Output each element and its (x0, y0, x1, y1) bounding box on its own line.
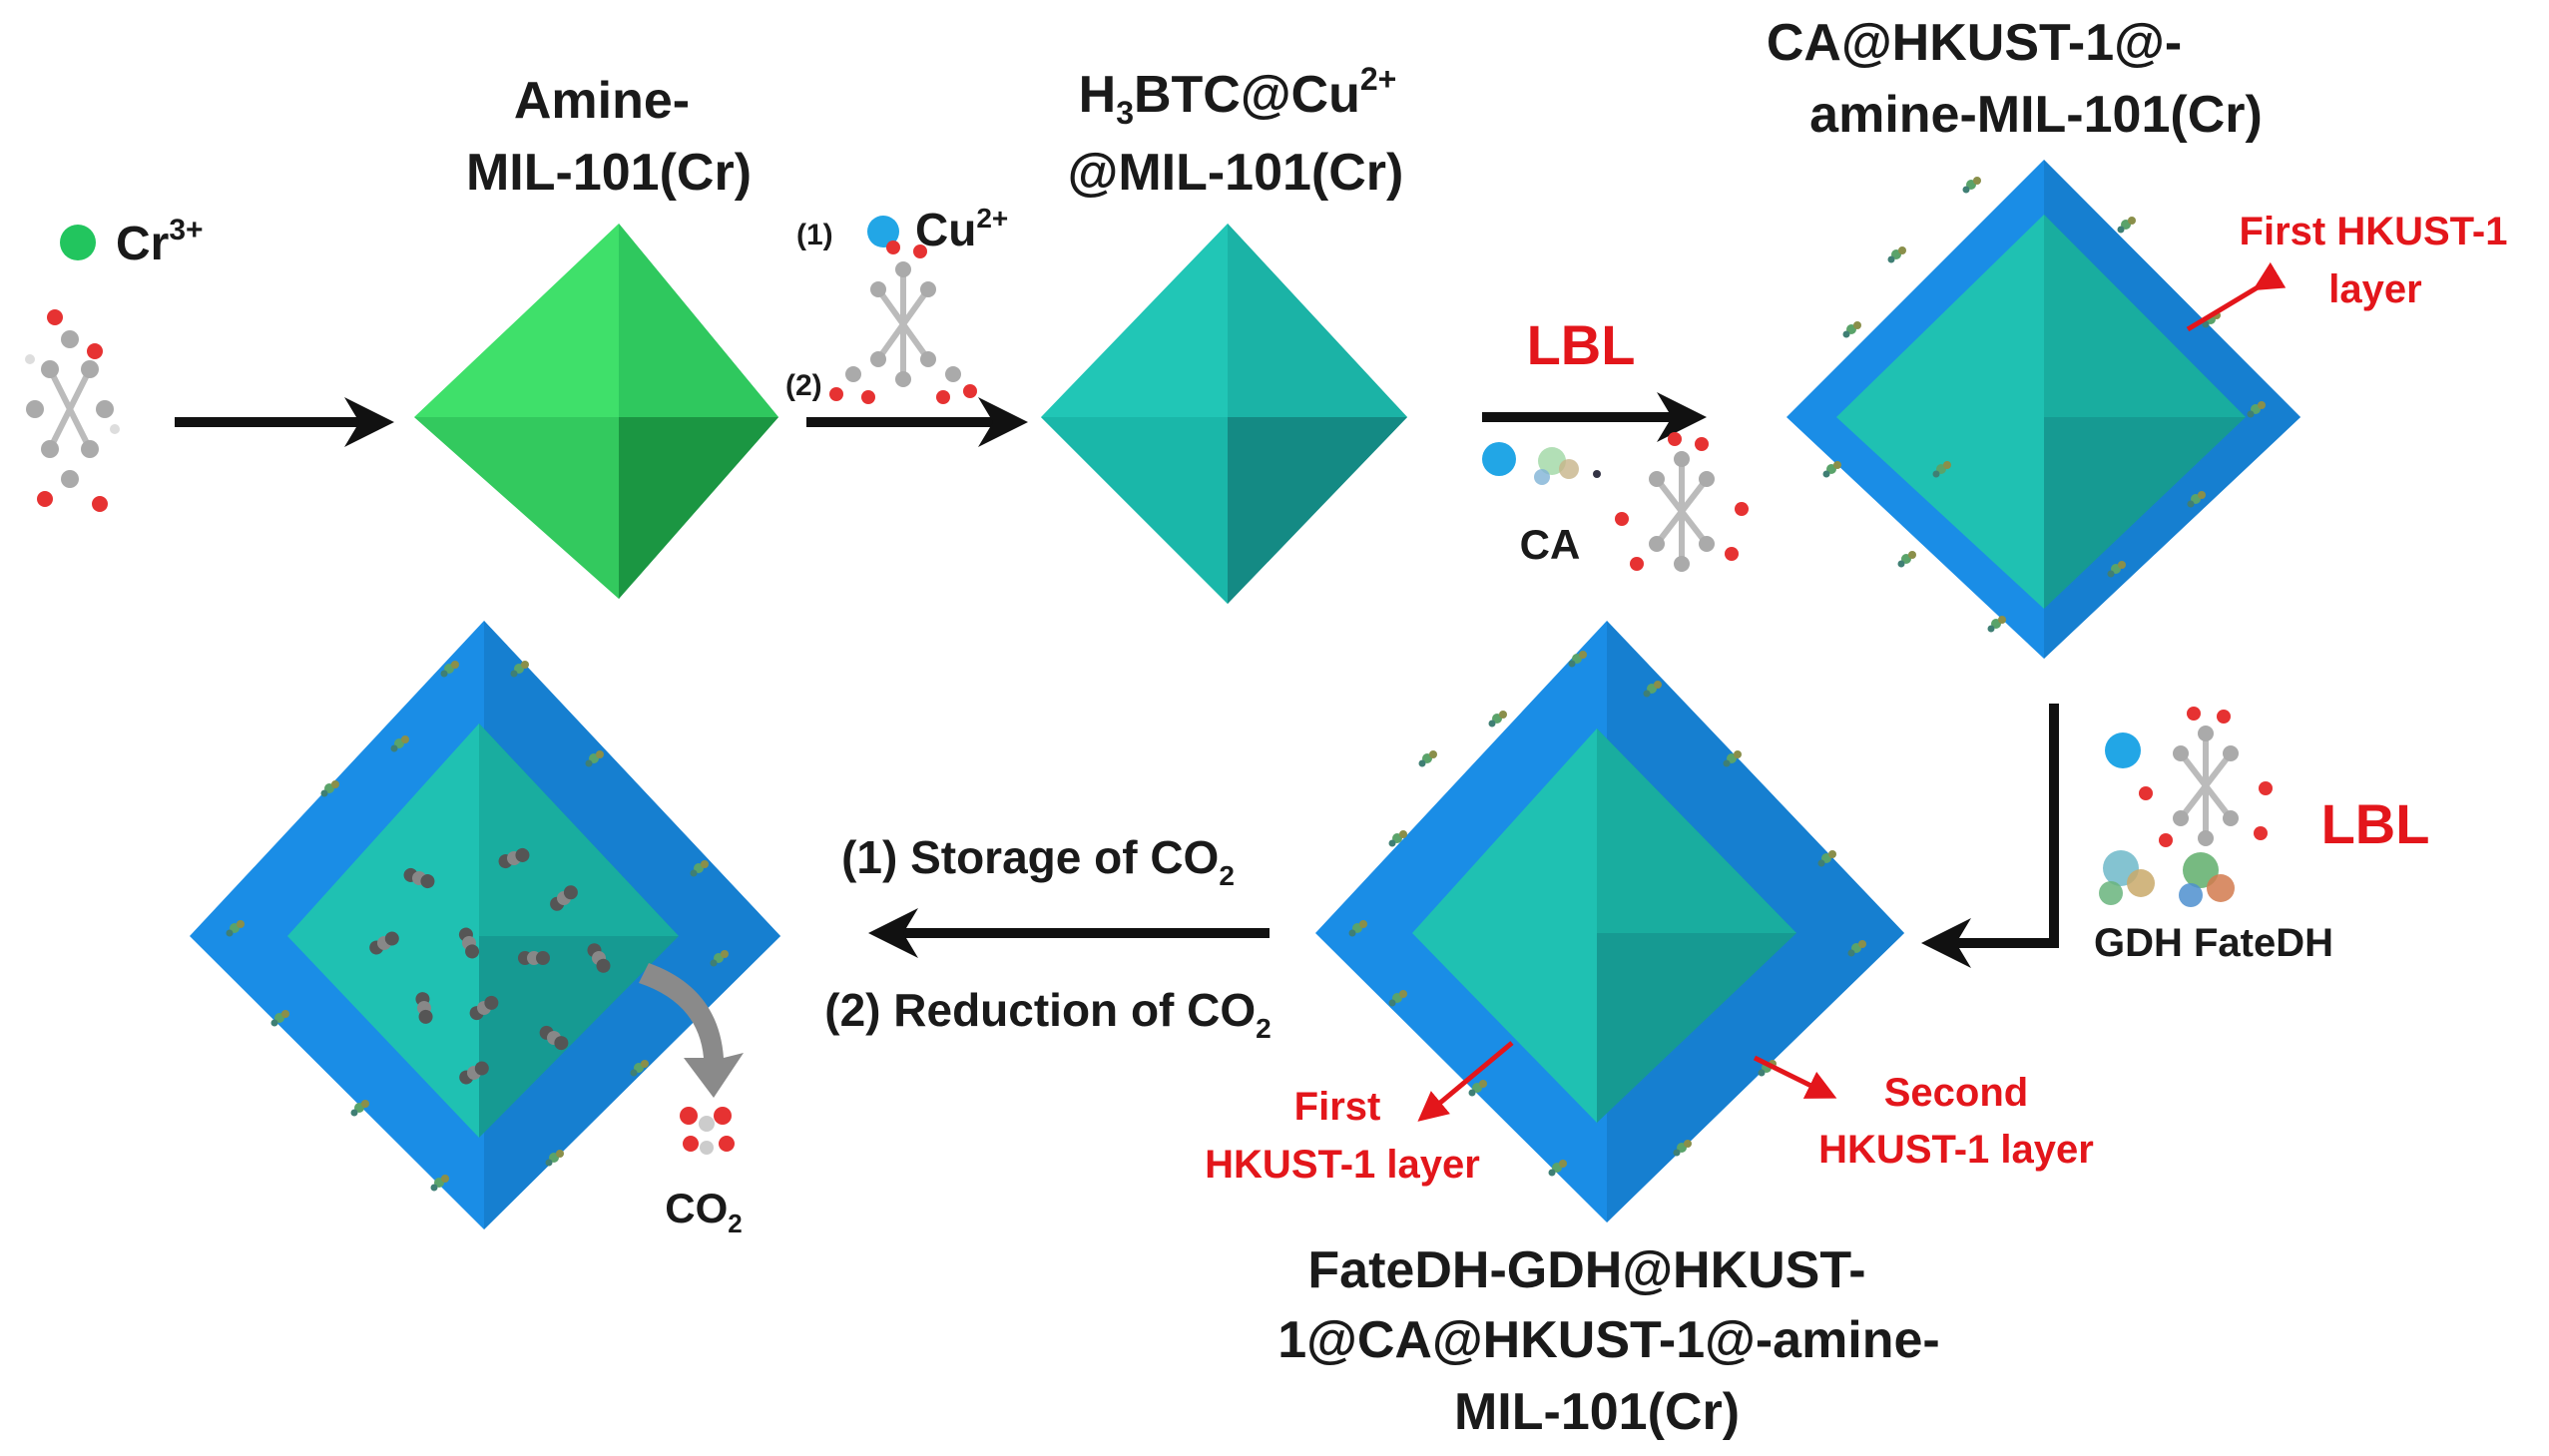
btc-molecule-icon-3 (2139, 707, 2273, 847)
final-title-line1: FateDH-GDH@HKUST- (1307, 1241, 1865, 1299)
svg-text:Cu2+: Cu2+ (915, 203, 1008, 255)
fatedh-enzyme-icon (2179, 852, 2235, 907)
reduction-step-sub: 2 (1256, 1013, 1272, 1044)
amine-title-line1: Amine- (514, 72, 690, 130)
ligand-molecule-icon (25, 309, 120, 512)
h3btc-superscript: 2+ (1360, 61, 1396, 97)
h3btc-title-line2: @MIL-101(Cr) (1068, 144, 1404, 202)
enzymes-label: GDH FateDH (2094, 921, 2333, 965)
svg-text:(1) Storage of CO2: (1) Storage of CO2 (841, 831, 1235, 891)
cr-charge: 3+ (169, 214, 203, 246)
amine-title-line2: MIL-101(Cr) (466, 144, 752, 202)
first-layer-bottom-line2: HKUST-1 layer (1205, 1143, 1480, 1187)
storage-step-text: (1) Storage of CO (841, 831, 1219, 883)
co2-label: CO (665, 1185, 728, 1231)
first-layer-top-arrow (2186, 261, 2287, 332)
first-layer-bottom-line1: First (1294, 1085, 1381, 1129)
copper-dot-icon-3 (2105, 732, 2141, 768)
h3btc-subscript: 3 (1116, 95, 1134, 131)
ca-title-line2: amine-MIL-101(Cr) (1809, 86, 2263, 144)
svg-text:Cr3+: Cr3+ (116, 214, 204, 270)
h3btc-rest: BTC@Cu (1134, 66, 1360, 124)
ca-hkust-octahedron (1786, 160, 2300, 659)
h3btc-h: H (1079, 66, 1117, 124)
co2-loaded-octahedron (190, 621, 780, 1229)
first-layer-bottom-arrow (1417, 1041, 1514, 1122)
final-title-line3: MIL-101(Cr) (1454, 1383, 1740, 1441)
cr-symbol: Cr (116, 218, 169, 270)
carbonic-anhydrase-icon (1534, 447, 1601, 485)
co2-release-arrow (639, 963, 744, 1098)
chromium-dot-icon (60, 225, 96, 260)
copper-dot-icon-2 (1482, 442, 1516, 476)
arrow-to-final (1921, 704, 2059, 968)
first-layer-top-line2: layer (2328, 267, 2421, 311)
cu-symbol: Cu (915, 204, 976, 255)
svg-text:CO2: CO2 (665, 1185, 742, 1238)
second-layer-arrow (1753, 1055, 1837, 1099)
second-layer-line1: Second (1884, 1071, 2028, 1115)
lbl-step-right: LBL (2321, 792, 2430, 855)
second-layer-line2: HKUST-1 layer (1818, 1128, 2094, 1172)
cu-step-number: (1) (796, 219, 833, 251)
final-composite-octahedron (1315, 621, 1904, 1222)
storage-step-sub: 2 (1219, 860, 1235, 891)
co2-released-molecule-icon (680, 1107, 735, 1155)
ca-title-line1: CA@HKUST-1@- (1767, 14, 2182, 72)
btc-molecule-icon-2 (1615, 432, 1749, 572)
svg-text:(2) Reduction of CO2: (2) Reduction of CO2 (824, 984, 1271, 1044)
first-layer-top-line1: First HKUST-1 (2240, 210, 2508, 253)
co2-label-sub: 2 (728, 1209, 742, 1238)
btc-molecule-icon (829, 241, 977, 404)
reduction-step-text: (2) Reduction of CO (824, 984, 1256, 1036)
ligand-step-number: (2) (785, 369, 822, 402)
ca-reagent-label: CA (1520, 521, 1581, 568)
svg-text:H3BTC@Cu2+: H3BTC@Cu2+ (1079, 61, 1397, 131)
lbl-step-top: LBL (1527, 313, 1636, 376)
final-title-line2: 1@CA@HKUST-1@-amine- (1277, 1311, 1940, 1369)
amine-mil101-octahedron (414, 224, 778, 599)
h3btc-octahedron (1041, 224, 1407, 604)
copper-dot-icon (867, 216, 899, 247)
cu-charge: 2+ (976, 203, 1008, 234)
gdh-enzyme-icon (2099, 850, 2155, 905)
